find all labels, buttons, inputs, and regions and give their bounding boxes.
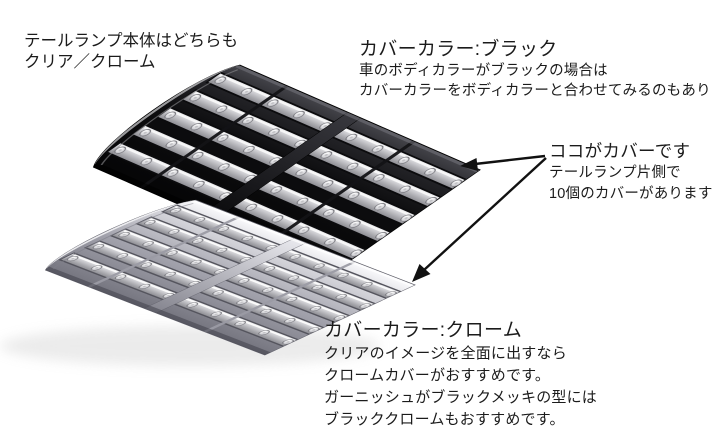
note-line: ブラッククロームもおすすめです。 [324,411,565,428]
note-line: クリア／クローム [24,53,156,71]
note-line: クロームカバーがおすすめです。 [324,367,551,384]
note-line: 10個のカバーがあります [549,185,713,202]
tail-lamp-chrome-cover-image [35,199,416,356]
note-cover-callout: ココがカバーです テールランプ片側で 10個のカバーがあります [549,140,713,204]
note-line: ガーニッシュがブラックメッキの型には [324,389,598,406]
arrow-to-black-lamp-icon [460,154,546,171]
note-line: テールランプ片側で [549,165,681,181]
callout-arrows [412,154,547,282]
note-line: テールランプ本体はどちらも [24,32,239,50]
note-line: カバーカラーをボディカラーと合わせてみるのもあり [359,83,711,99]
lamp-shadow [0,326,380,366]
note-title: カバーカラー:クローム [324,320,523,341]
note-cover-color-chrome: カバーカラー:クローム クリアのイメージを全面に出すなら クロームカバーがおすす… [324,318,597,431]
note-line: 車のボディカラーがブラックの場合は [359,63,608,79]
note-title: カバーカラー:ブラック [359,39,558,60]
note-cover-color-black: カバーカラー:ブラック 車のボディカラーがブラックの場合は カバーカラーをボディ… [359,38,711,101]
arrow-to-chrome-lamp-icon [412,157,547,282]
tail-lamp-black-cover-image [82,64,481,273]
note-title: ココがカバーです [549,141,691,161]
note-lamp-body-finish: テールランプ本体はどちらも クリア／クローム [24,31,238,73]
note-line: クリアのイメージを全面に出すなら [324,345,567,362]
